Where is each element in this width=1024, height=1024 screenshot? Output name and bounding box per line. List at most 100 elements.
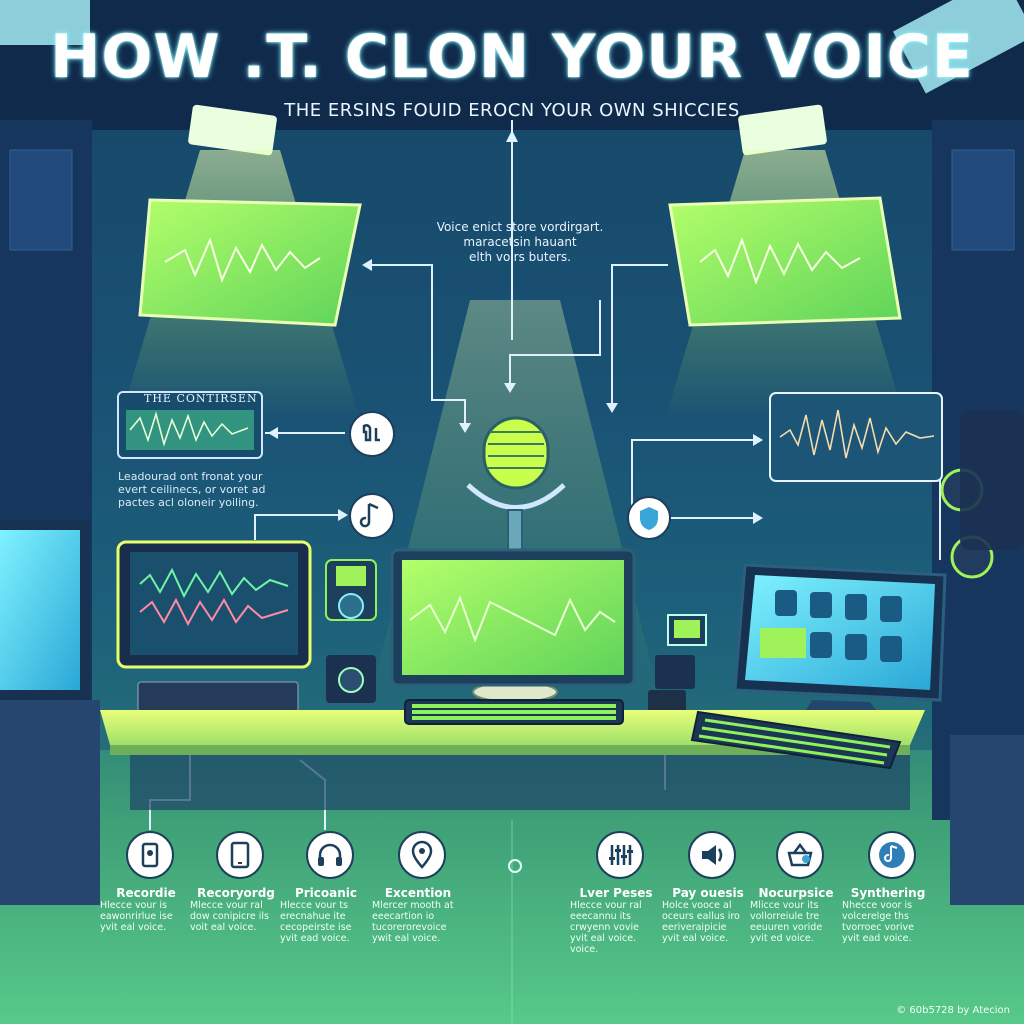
right-monitor [733, 563, 947, 722]
right-wall-panel [951, 149, 1015, 251]
center-note-line: elth voirs buters. [469, 250, 571, 264]
step-description-line: yvit eal voice. [570, 933, 637, 944]
step-description-line: ywit eal voice. [372, 933, 441, 944]
step-label: Pay ouesis [672, 886, 744, 900]
step-description-line: eeuuren voride [750, 922, 823, 933]
connector-arrowheads [268, 130, 763, 524]
left-cabinet [0, 745, 100, 905]
headphones-icon [306, 831, 354, 879]
left-note-line: pactes acl oloneir yoiling. [118, 496, 259, 509]
step-description-line: eeriveraipicie [662, 922, 727, 933]
corner-light-left [0, 0, 90, 45]
step-description-line: cecopeirste ise [280, 922, 352, 933]
step-description-line: vollorreiule tre [750, 911, 820, 922]
center-note: Voice enict store vordirgart. maracetsin… [400, 220, 640, 265]
tablet-icon [216, 831, 264, 879]
left-panel-title: THE CONTIRSEN [144, 392, 258, 405]
step-description-line: Holce vooce al [662, 900, 732, 911]
page-title: HOW .T. CLON YOUR VOICE [50, 22, 974, 92]
desk [100, 710, 925, 810]
corner-light-right [892, 0, 1024, 94]
step-label: Recordie [116, 886, 176, 900]
step-description-line: Mlicce vour its [750, 900, 819, 911]
step-description-line: yvit ead voice. [842, 933, 912, 944]
center-note-line: Voice enict store vordirgart. [436, 220, 604, 234]
step-description-line: eawonrirlue ise [100, 911, 173, 922]
step-label: Lver Peses [579, 886, 653, 900]
shield-icon[interactable] [626, 495, 672, 541]
ceiling-light-right [738, 104, 827, 156]
step-description-line: Hlecce vour is [100, 900, 167, 911]
airpods-icon[interactable] [348, 410, 396, 458]
wall-speakers [940, 410, 1024, 579]
left-monitor [116, 540, 312, 713]
center-monitor [390, 548, 636, 687]
right-waveform-panel [769, 392, 943, 482]
step-label: Pricoanic [294, 886, 358, 900]
location-pin-icon [398, 831, 446, 879]
basket-icon [776, 831, 824, 879]
step-description-line: Nhecce voor is [842, 900, 913, 911]
page-subtitle: THE ERSINS FOUID EROCN YOUR OWN SHICCIES [284, 100, 740, 121]
step-description-line: voit eal voice. [190, 922, 257, 933]
step-description-line: Mlercer mooth at [372, 900, 454, 911]
step-description-line: volcerelge ths [842, 911, 909, 922]
footer-credit: © 60b5728 by Atecion [896, 1005, 1010, 1016]
equalizer-icon [596, 831, 644, 879]
step-description-line: crwyenn vovie [570, 922, 639, 933]
music-note-icon[interactable] [348, 492, 396, 540]
step-label: Nocurpsice [758, 886, 834, 900]
microphone [466, 416, 566, 703]
right-cabinet [950, 735, 1024, 905]
step-description-line: Hlecce vour ral [570, 900, 642, 911]
step-description-line: yvit eal voice. [662, 933, 729, 944]
left-note-line: evert ceilinecs, or voret ad [118, 483, 266, 496]
step-description-line: tvorroec vorive [842, 922, 914, 933]
step-label: Excention [384, 886, 452, 900]
ceiling-light-left [188, 104, 277, 156]
left-note-line: Leadourad ont fronat your [118, 470, 263, 483]
keyboards [404, 699, 902, 770]
center-devices [325, 559, 707, 712]
center-note-line: maracetsin hauant [463, 235, 577, 249]
mic-stand-foot [508, 859, 522, 873]
phone-device-icon [126, 831, 174, 879]
step-description-line: eeecartion io [372, 911, 435, 922]
step-description-line: dow conipicre ils [190, 911, 270, 922]
speaker-icon [688, 831, 736, 879]
left-panel-note: Leadourad ont fronat your evert ceilinec… [118, 470, 288, 509]
step-description-line: tucorerorevoice [372, 922, 447, 933]
step-description-line: erecnahue ite [280, 911, 346, 922]
step-description-line: oceurs eallus iro [662, 911, 740, 922]
step-description-line: yvit ed voice. [750, 933, 814, 944]
left-wall-panel [9, 149, 73, 251]
top-left-screen [138, 198, 362, 327]
step-description-line: Hlecce vour ts [280, 900, 348, 911]
step-label: Synthering [850, 886, 926, 900]
music-note-icon [868, 831, 916, 879]
left-waveform-panel [117, 391, 263, 459]
step-description-line: eeecannu its [570, 911, 631, 922]
top-right-screen [668, 196, 902, 327]
step-description-line: Mlecce vour ral [190, 900, 263, 911]
step-label: Recoryordg [197, 886, 275, 900]
step-description-line: yvit ead voice. [280, 933, 350, 944]
